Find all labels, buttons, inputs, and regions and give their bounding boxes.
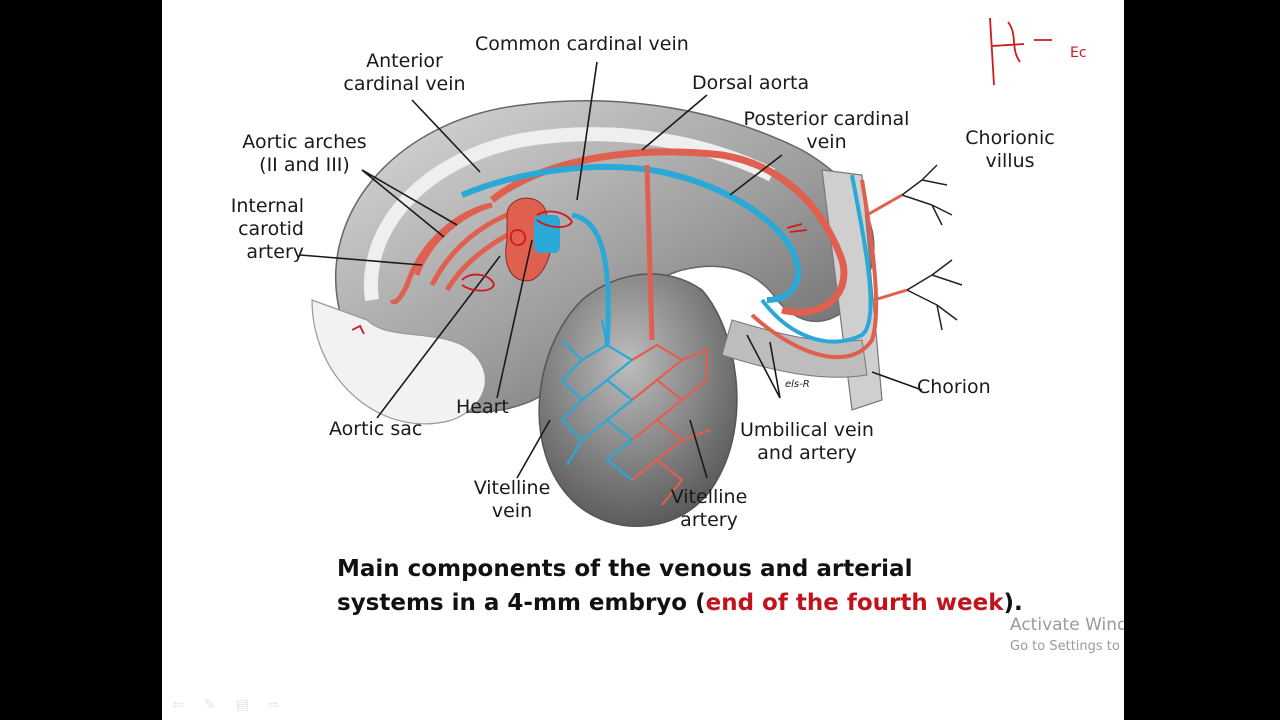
illustrator-signature: els-R: [785, 379, 810, 390]
figure-caption: Main components of the venous and arteri…: [337, 552, 1023, 620]
umbilical-artery-path: [750, 179, 879, 360]
slideshow-controls: ⇦ ✎ ▤ ⇨: [172, 697, 286, 711]
chorion: [821, 169, 883, 411]
handwritten-note: Ec: [1070, 45, 1087, 61]
activation-watermark-subtitle: Go to Settings to a: [1010, 639, 1124, 654]
label-chorionic-villus: Chorionic villus: [965, 127, 1055, 172]
label-anterior-cardinal-vein: Anterior cardinal vein: [343, 50, 466, 95]
prev-slide-icon[interactable]: ⇦: [172, 696, 184, 712]
label-dorsal-aorta: Dorsal aorta: [692, 72, 810, 94]
label-umbilical-vein-artery: Umbilical vein and artery: [740, 419, 874, 464]
caption-line-1: Main components of the venous and arteri…: [337, 556, 913, 582]
chorionic-villi: [866, 164, 963, 331]
vitelline-vein-path: [571, 212, 611, 346]
villus-vessels: [866, 193, 908, 302]
menu-icon[interactable]: ▤: [236, 696, 250, 712]
internal-carotid-path: [389, 202, 493, 305]
label-common-cardinal-vein: Common cardinal vein: [475, 33, 689, 55]
label-chorion: Chorion: [917, 376, 991, 398]
connecting-stalk: [721, 319, 868, 378]
next-slide-icon[interactable]: ⇨: [268, 696, 280, 712]
umbilical-vein-path: [760, 174, 873, 344]
caption-line-2: systems in a 4-mm embryo (end of the fou…: [337, 590, 1023, 616]
label-aortic-sac: Aortic sac: [329, 418, 423, 440]
label-vitelline-vein: Vitelline vein: [473, 477, 551, 522]
pen-icon[interactable]: ✎: [204, 696, 216, 712]
embryo-diagram: [299, 17, 1052, 527]
label-aortic-arches: Aortic arches (II and III): [242, 131, 367, 176]
head-fold: [311, 299, 486, 425]
label-vitelline-artery: Vitelline artery: [670, 486, 748, 531]
neural-tube: [363, 127, 776, 301]
yolk-sac: [538, 273, 738, 527]
label-internal-carotid-artery: Internal carotid artery: [230, 195, 304, 263]
activation-watermark-title: Activate Wind: [1010, 615, 1124, 635]
handwritten-annotations: [351, 17, 1052, 335]
vitelline-artery-path: [644, 164, 655, 341]
common-cardinal-junction: [534, 215, 560, 253]
vitelline-plexus: [560, 319, 711, 506]
dorsal-aorta: [489, 148, 848, 316]
caption-highlight: end of the fourth week: [705, 590, 1004, 616]
leader-lines: [299, 61, 923, 479]
label-heart: Heart: [456, 396, 509, 418]
label-posterior-cardinal-vein: Posterior cardinal vein: [743, 108, 910, 153]
slide: Common cardinal vein Anterior cardinal v…: [162, 0, 1124, 720]
cardinal-vein: [460, 163, 801, 303]
